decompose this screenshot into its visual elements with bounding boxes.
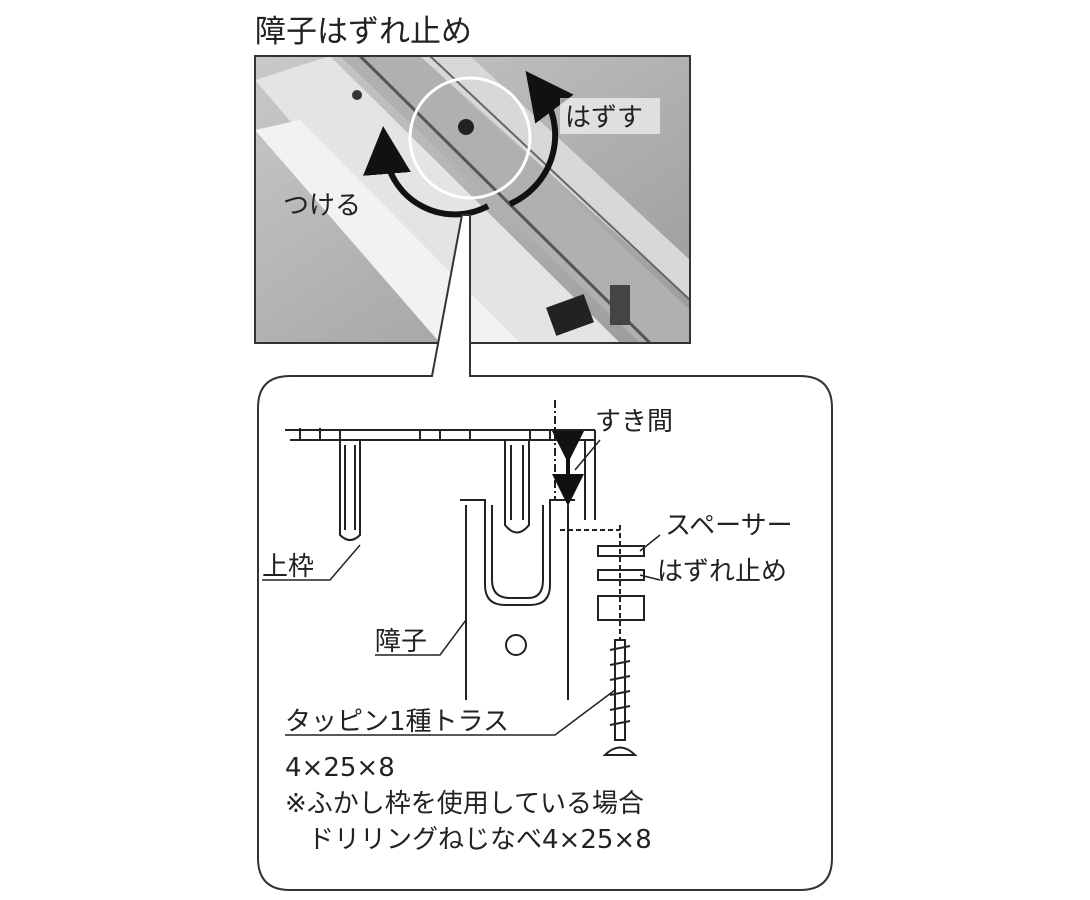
screw-label: タッピン1種トラス [285, 707, 509, 737]
note-line2: ドリリングねじなべ4×25×8 [308, 825, 652, 855]
remove-label: はずす [565, 103, 643, 133]
note-line1: ※ふかし枠を使用している場合 [285, 789, 644, 819]
remove-arrow-icon [508, 70, 574, 207]
gap-label: すき間 [595, 407, 673, 437]
section-drawing [285, 400, 645, 756]
screw-size: 4×25×8 [285, 753, 395, 783]
spacer-label: スペーサー [665, 511, 793, 541]
stopper-label: はずれ止め [657, 557, 787, 587]
attach-label: つける [283, 191, 361, 221]
detail-callout [257, 214, 833, 891]
leader-lines [262, 439, 661, 736]
upper-frame-label: 上枠 [262, 552, 314, 582]
sash-label: 障子 [375, 627, 427, 657]
page-title: 障子はずれ止め [255, 14, 472, 50]
attach-arrow-icon [363, 126, 490, 218]
photo-frame [254, 55, 691, 344]
